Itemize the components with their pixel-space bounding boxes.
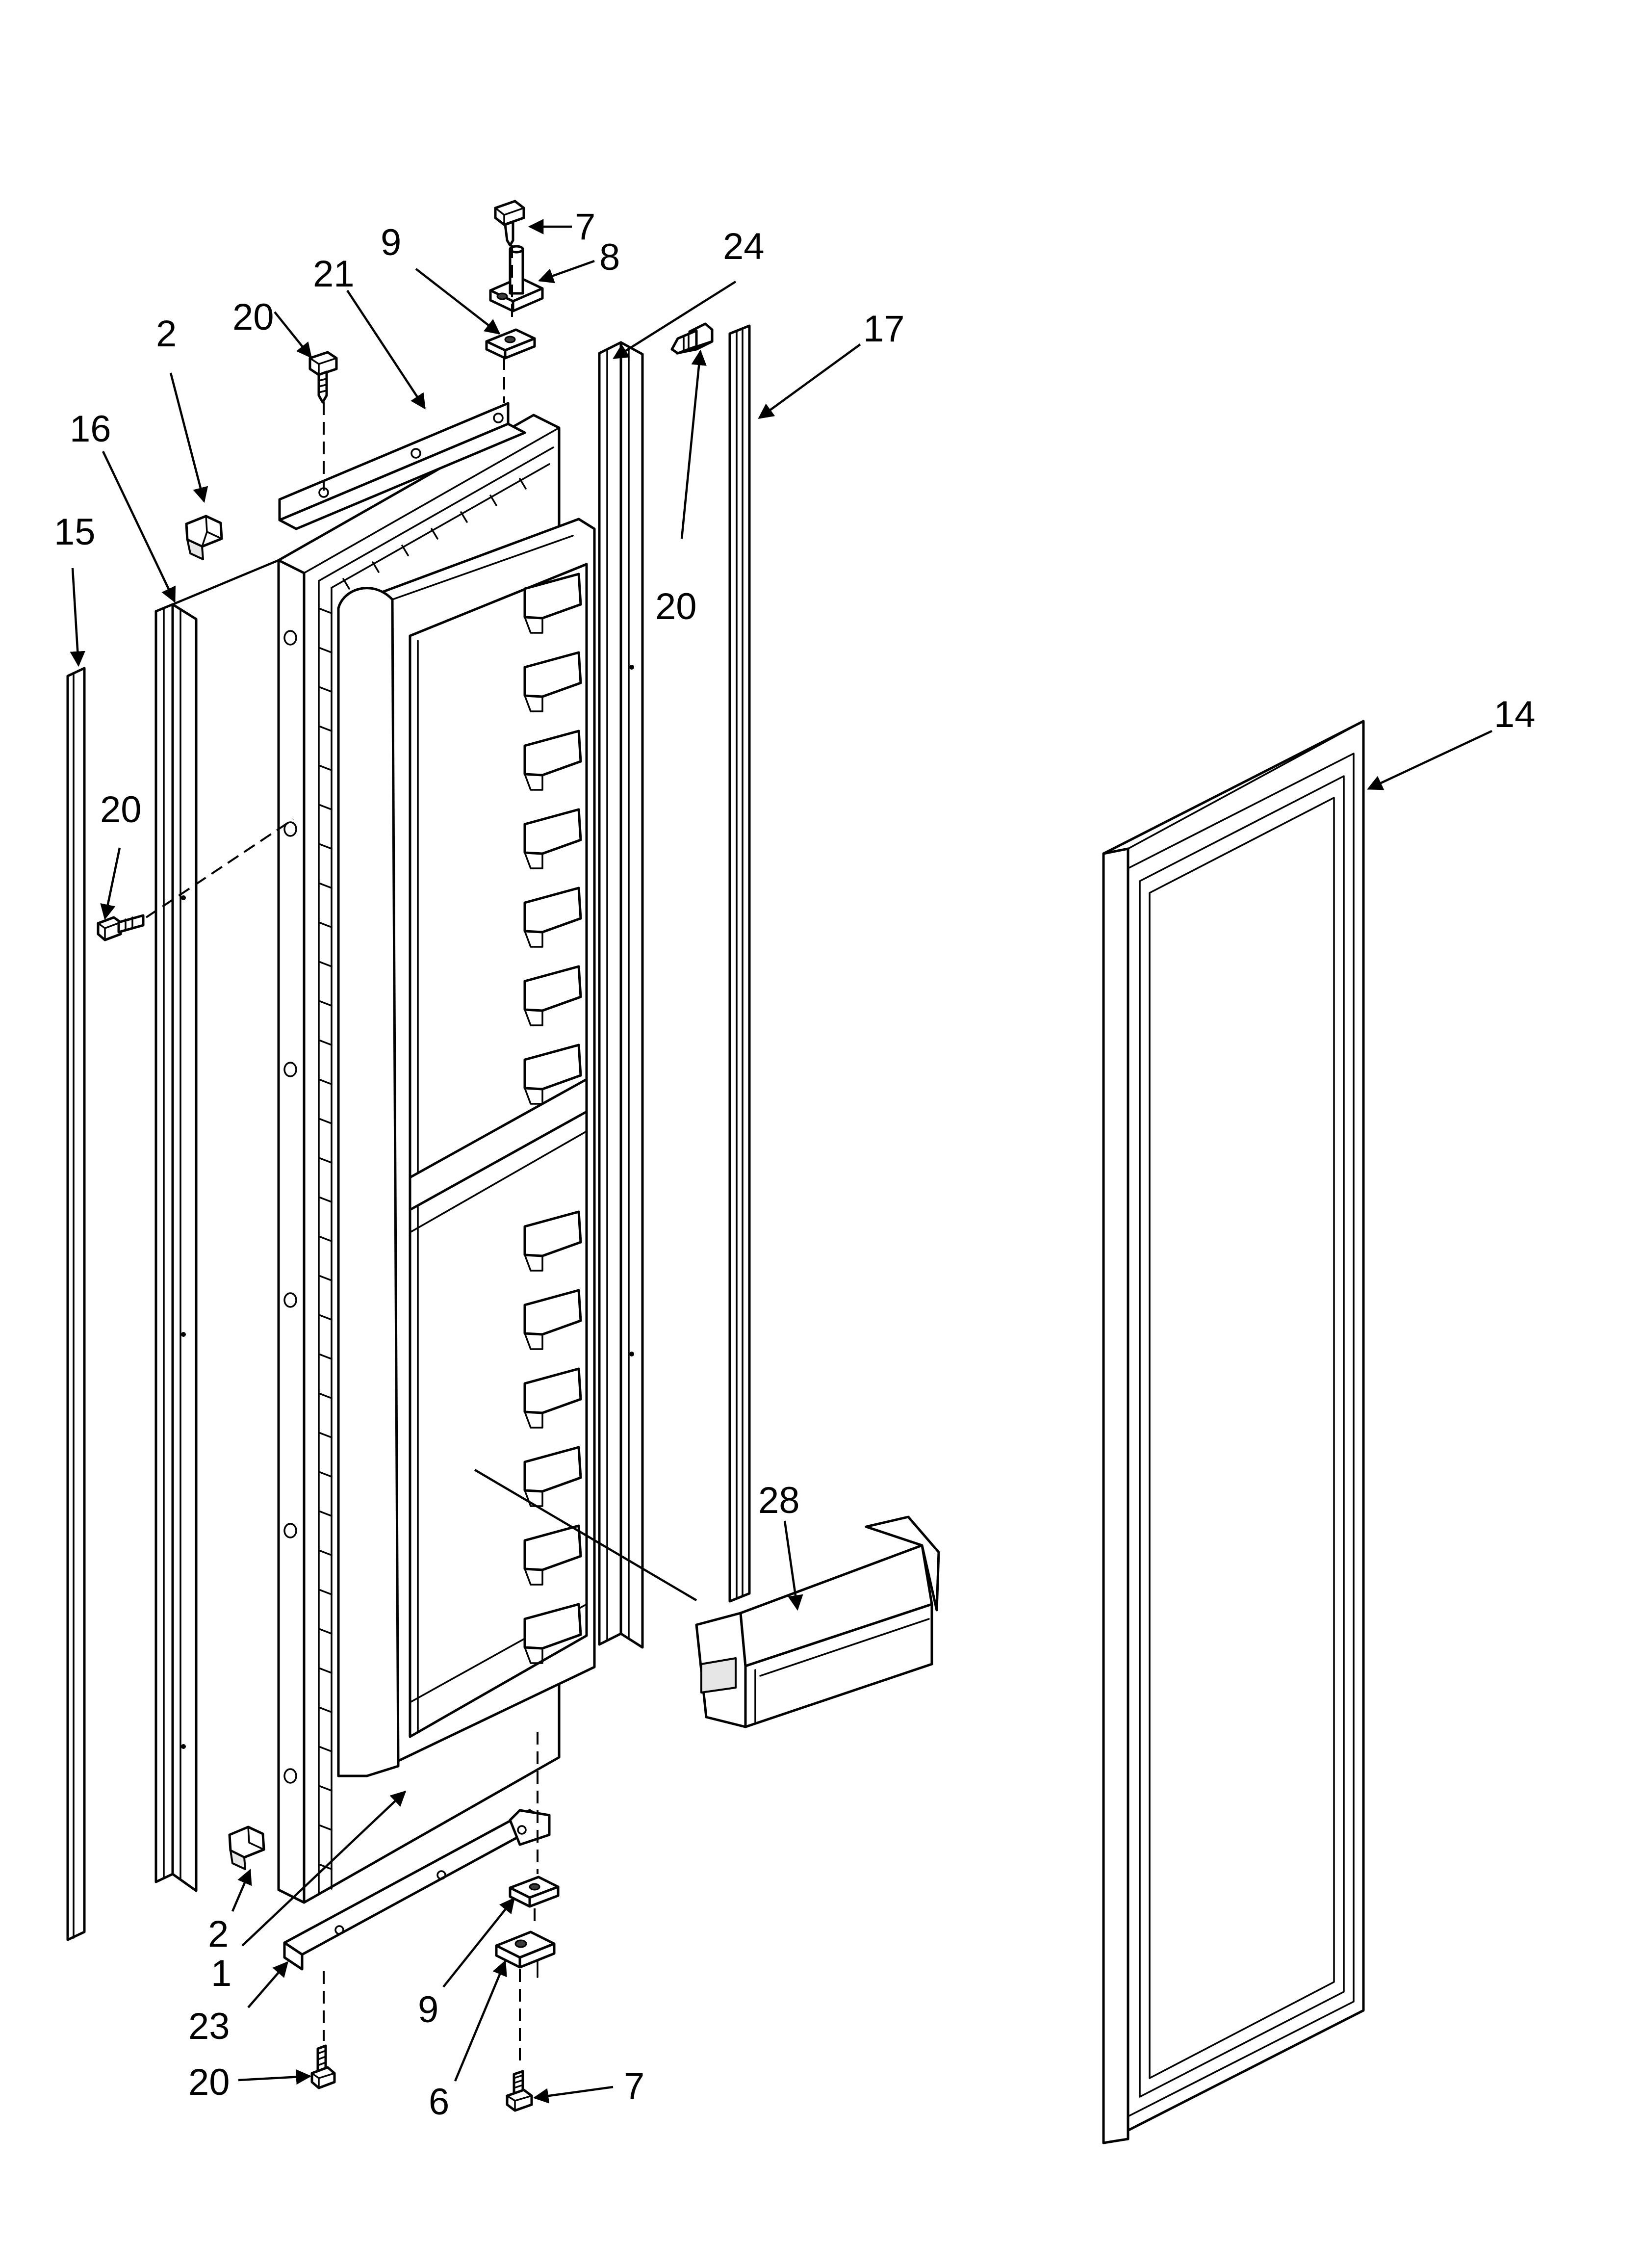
part-6-hinge-bottom <box>495 1930 556 1978</box>
callout-16: 16 <box>70 408 111 450</box>
part-9-hinge-shim-top <box>485 328 536 360</box>
part-21-top-end-cap <box>278 402 526 530</box>
callout-21: 21 <box>313 253 355 295</box>
callout-20-top: 20 <box>232 296 274 338</box>
callout-7-bottom: 7 <box>624 2065 644 2107</box>
liner-shelf-tabs <box>523 573 582 1664</box>
part-20-screw-channel-left <box>97 914 145 941</box>
door-gasket-ribs <box>318 478 527 1870</box>
part-28-door-bin <box>695 1515 940 1728</box>
part-14-door-gasket <box>1102 720 1365 2144</box>
callout-20-right: 20 <box>655 586 697 627</box>
part-8-hinge-top <box>489 245 544 313</box>
callout-9-top: 9 <box>381 222 401 263</box>
callout-20-bottom: 20 <box>188 2061 230 2103</box>
part-2-clip-bottom <box>228 1825 265 1870</box>
callout-6: 6 <box>429 2081 449 2123</box>
callout-15: 15 <box>54 511 96 553</box>
part-7-screw-bottom <box>506 2070 533 2112</box>
callout-17: 17 <box>863 308 905 350</box>
callout-leaders <box>70 219 1492 2104</box>
callout-7-top: 7 <box>575 206 595 248</box>
assembly-guide-lines <box>145 245 697 2065</box>
callout-20-left: 20 <box>100 789 142 831</box>
callout-24: 24 <box>723 226 765 267</box>
callout-9-bottom: 9 <box>418 1989 438 2031</box>
callout-1: 1 <box>211 1953 231 1994</box>
part-16-door-channel-left <box>154 603 198 1892</box>
callout-8: 8 <box>599 236 620 278</box>
door-edge-holes <box>283 630 297 1784</box>
callout-23: 23 <box>188 2006 230 2047</box>
part-20-screw-bottom <box>310 2044 336 2089</box>
part-20-screw-top-cap <box>308 351 338 404</box>
part-24-door-channel-right <box>598 341 644 1649</box>
part-23-bottom-end-cap <box>283 1809 551 1971</box>
part-2-clip-top <box>185 515 223 560</box>
part-7-screw-top <box>494 200 525 247</box>
callout-2-bottom: 2 <box>208 1913 229 1955</box>
callout-2-top: 2 <box>156 313 177 355</box>
callout-14: 14 <box>1494 694 1536 735</box>
part-14-door-liner <box>337 518 596 1777</box>
part-17-trim-strip <box>728 324 751 1603</box>
part-9-hinge-shim-bottom <box>509 1876 560 1908</box>
part-20-screw-channel-right <box>670 322 714 355</box>
callout-numbers: 7 8 9 24 21 20 17 2 16 20 15 14 20 28 2 … <box>54 206 1536 2123</box>
part-15-trim-strip <box>66 667 86 1941</box>
callout-28: 28 <box>758 1480 800 1521</box>
